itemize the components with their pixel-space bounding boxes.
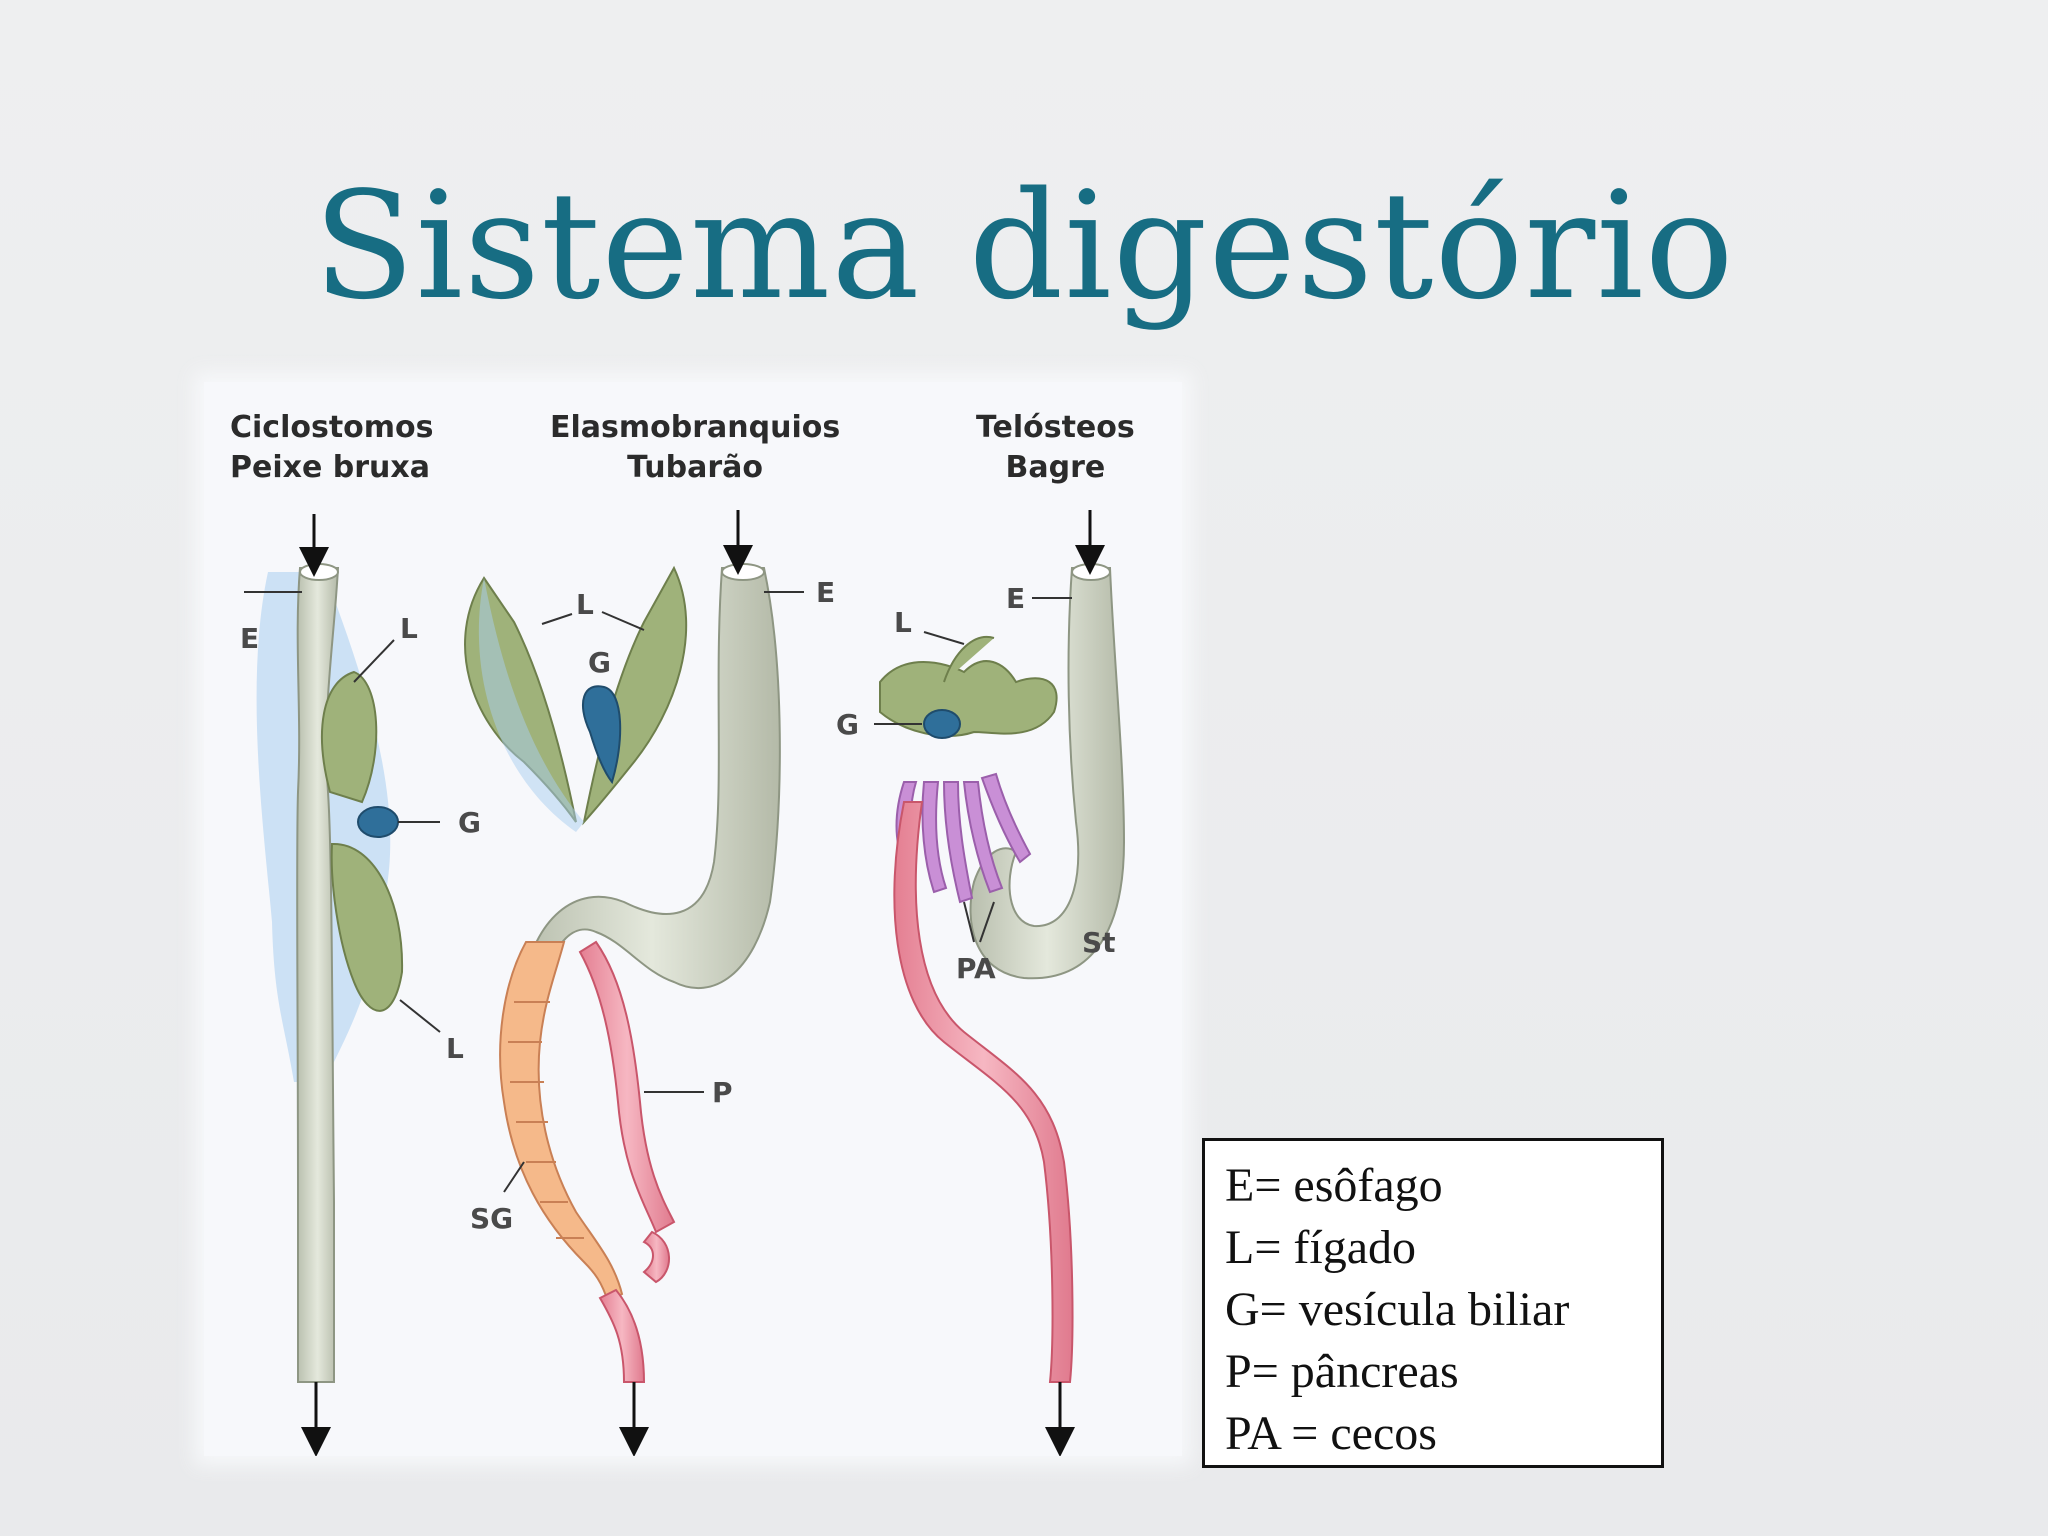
column-group: Ciclostomos	[230, 410, 434, 445]
label-e: E	[816, 576, 835, 609]
catfish-stomach	[969, 567, 1126, 980]
digestive-diagram: E L G L	[240, 510, 1126, 1456]
hagfish-gallbladder	[357, 806, 399, 838]
legend-item-p: P= pâncreas	[1225, 1345, 1459, 1398]
legend-item-l: L= fígado	[1225, 1221, 1417, 1274]
column-header-telosteos: Telósteos Bagre	[976, 408, 1135, 488]
legend-item-g: G= vesícula biliar	[1225, 1283, 1570, 1336]
column-group: Elasmobranquios	[550, 410, 841, 445]
hagfish-liver-upper	[321, 670, 378, 804]
label-pa: PA	[956, 952, 996, 985]
label-l: L	[400, 612, 418, 645]
column-species: Bagre	[1005, 450, 1106, 485]
column-header-elasmobranquios: Elasmobranquios Tubarão	[550, 408, 840, 488]
label-l: L	[576, 588, 594, 621]
label-l: L	[894, 606, 912, 639]
legend-item-e: E= esôfago	[1225, 1159, 1443, 1212]
legend-item-pa: PA = cecos	[1225, 1407, 1437, 1460]
column-header-ciclostomos: Ciclostomos Peixe bruxa	[230, 408, 434, 488]
label-e: E	[1006, 582, 1025, 615]
hagfish-liver-lower	[330, 842, 404, 1012]
ciclostomos-diagram: E L G L	[240, 514, 481, 1456]
catfish-gallbladder	[923, 709, 961, 739]
telosteos-diagram: E L G PA St	[836, 510, 1126, 1456]
column-group: Telósteos	[976, 410, 1135, 445]
column-species: Tubarão	[627, 450, 764, 485]
elasmobranquios-diagram: E L G P SG	[464, 510, 835, 1456]
abbreviation-legend: E= esôfago L= fígado G= vesícula biliar …	[1202, 1138, 1664, 1468]
digestive-system-figure: E L G L	[204, 382, 1182, 1456]
label-st: St	[1082, 926, 1116, 959]
column-species: Peixe bruxa	[230, 450, 430, 485]
label-g: G	[836, 708, 859, 741]
label-sg: SG	[470, 1202, 513, 1235]
shark-pancreas	[578, 940, 676, 1234]
label-g: G	[588, 646, 611, 679]
label-l: L	[446, 1032, 464, 1065]
label-g: G	[458, 806, 481, 839]
slide-title: Sistema digestório	[313, 160, 1735, 332]
label-e: E	[240, 622, 259, 655]
label-p: P	[712, 1076, 733, 1109]
shark-gallbladder	[581, 685, 622, 785]
